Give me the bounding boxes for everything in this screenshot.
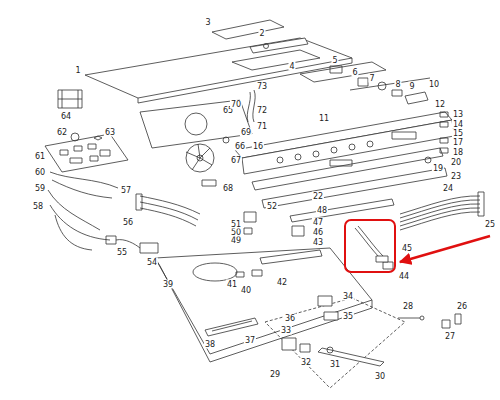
callout-number: 32 [300, 358, 312, 367]
callout-number: 43 [312, 238, 324, 247]
callout-number: 54 [146, 258, 158, 267]
callout-number: 73 [256, 82, 268, 91]
callout-number: 48 [316, 206, 328, 215]
callout-number: 7 [368, 74, 375, 83]
callout-number: 8 [394, 80, 401, 89]
callout-number: 11 [318, 114, 330, 123]
callout-number: 55 [116, 248, 128, 257]
callout-number: 36 [284, 314, 296, 323]
callout-number: 35 [342, 312, 354, 321]
callout-number: 67 [230, 156, 242, 165]
callout-number: 24 [442, 184, 454, 193]
callout-number: 5 [331, 56, 338, 65]
callout-number: 27 [444, 332, 456, 341]
callout-number: 45 [401, 244, 413, 253]
callout-number: 16 [252, 142, 264, 151]
callout-number: 26 [456, 302, 468, 311]
callout-number: 38 [204, 340, 216, 349]
callout-number: 62 [56, 128, 68, 137]
callout-number: 20 [450, 158, 462, 167]
callout-number: 60 [34, 168, 46, 177]
callout-number: 56 [122, 218, 134, 227]
callout-number: 69 [240, 128, 252, 137]
callout-number: 37 [244, 336, 256, 345]
callout-number: 1 [74, 66, 81, 75]
callout-number: 34 [342, 292, 354, 301]
callout-number: 22 [312, 192, 324, 201]
callout-number: 50 [230, 228, 242, 237]
callout-number: 2 [258, 29, 265, 38]
callout-number: 72 [256, 106, 268, 115]
callout-number: 59 [34, 184, 46, 193]
callout-number: 51 [230, 220, 242, 229]
callout-number: 12 [434, 100, 446, 109]
callout-number: 42 [276, 278, 288, 287]
callout-number: 19 [432, 164, 444, 173]
callout-number: 47 [312, 218, 324, 227]
callout-number: 66 [234, 142, 246, 151]
callout-number: 49 [230, 236, 242, 245]
callout-number: 14 [452, 120, 464, 129]
callout-number: 61 [34, 152, 46, 161]
callout-number: 40 [240, 286, 252, 295]
callout-number: 41 [226, 280, 238, 289]
callout-number: 71 [256, 122, 268, 131]
callout-number: 10 [428, 80, 440, 89]
callout-number: 39 [162, 280, 174, 289]
callout-number: 68 [222, 184, 234, 193]
callout-number: 57 [120, 186, 132, 195]
callout-number: 4 [288, 62, 295, 71]
callout-number: 28 [402, 302, 414, 311]
callout-number: 15 [452, 129, 464, 138]
callout-number: 64 [60, 112, 72, 121]
callout-number: 6 [351, 68, 358, 77]
callout-number: 18 [452, 148, 464, 157]
callout-number: 25 [484, 220, 496, 229]
callout-number: 29 [269, 370, 281, 379]
callout-number: 46 [312, 228, 324, 237]
callout-number: 58 [32, 202, 44, 211]
callout-number: 9 [408, 82, 415, 91]
callout-number: 63 [104, 128, 116, 137]
callout-number: 30 [374, 372, 386, 381]
callout-number: 17 [452, 138, 464, 147]
callout-number: 70 [230, 100, 242, 109]
callout-number: 31 [329, 360, 341, 369]
callout-number: 52 [266, 202, 278, 211]
callout-number: 33 [280, 326, 292, 335]
callout-number: 3 [204, 18, 211, 27]
callout-number: 44 [398, 272, 410, 281]
callout-number: 13 [452, 110, 464, 119]
callout-number: 23 [450, 172, 462, 181]
